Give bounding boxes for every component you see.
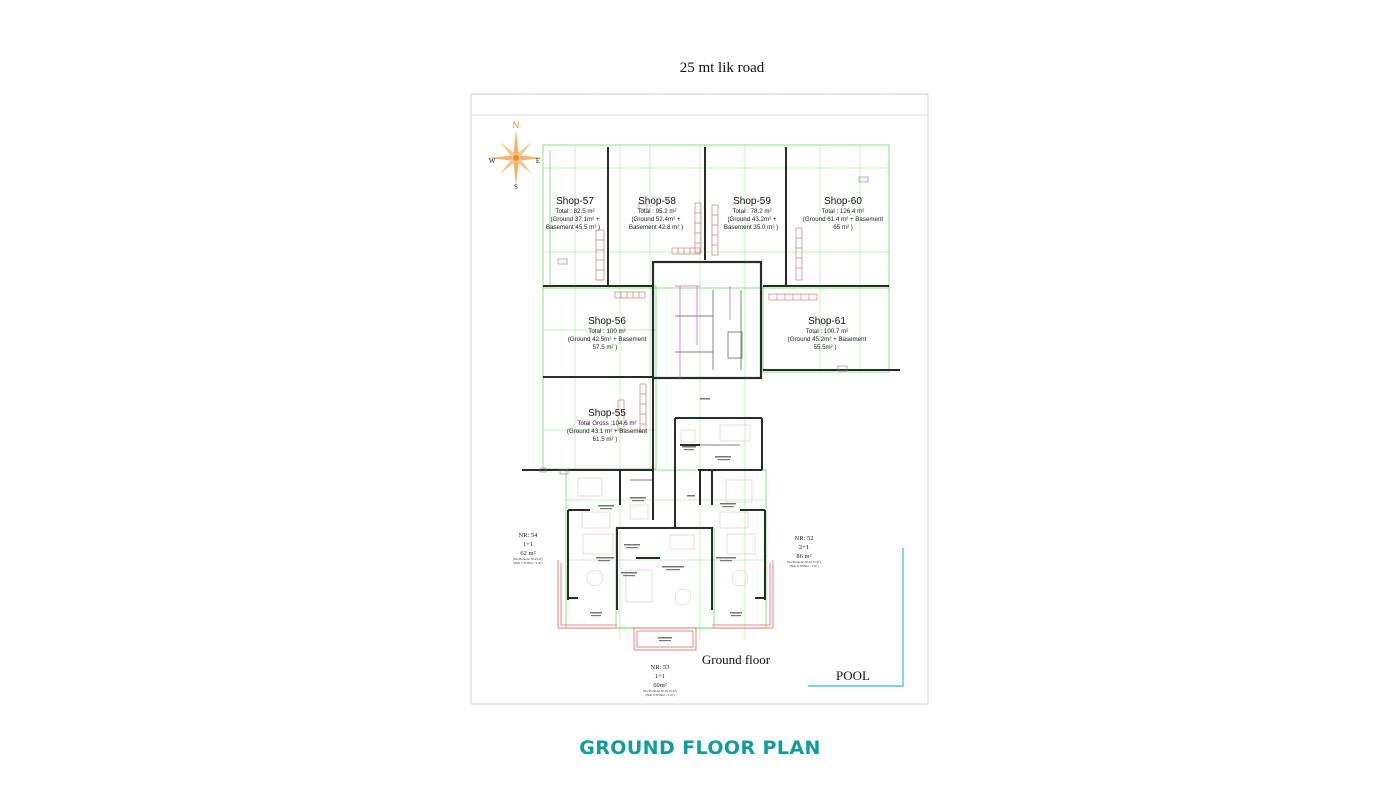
shop-detail: (Ground 37.1m² + xyxy=(550,216,599,223)
apartment-type: 1+1 xyxy=(523,541,533,548)
apartment-area: 62 m² xyxy=(520,550,535,557)
apartment-balcony-note: (Net Balkona 50.45 75 m²) xyxy=(787,560,821,564)
road-label: 25 mt lik road xyxy=(680,60,765,76)
shop-detail: 61.5 m² ) xyxy=(593,436,618,443)
shop-total: Total : 95.2 m² xyxy=(637,208,676,215)
apartment-nr-52: NR: 52 2+1 86 m² (Net Balkona 50.45 75 m… xyxy=(787,535,821,568)
apartment-gross-note: (Brüt 5.39 Brut - 9 m²) xyxy=(645,693,674,697)
apartment-nr-53: NR: 53 1+1 60m² (Net Balkona 50.45 55 m²… xyxy=(643,664,677,697)
compass-east-label: E xyxy=(536,157,540,165)
shop-total: Total : 78.2 m² xyxy=(732,208,771,215)
shop-detail: (Ground 45.2m² + Basement xyxy=(788,336,867,343)
floor-label: Ground floor xyxy=(702,652,771,667)
shop-detail: Basement 42.8 m² ) xyxy=(629,224,683,231)
shop-detail: 55.5m² ) xyxy=(813,344,836,351)
apartment-nr-54: NR: 54 1+1 62 m² (Net Balkona 50.45 m²) … xyxy=(513,532,543,565)
shop-total: Total : 100 m² xyxy=(588,328,625,335)
stairs xyxy=(595,202,818,433)
shop-detail: Basement 35.0 m² ) xyxy=(724,224,778,231)
apartment-balcony-note: (Net Balkona 50.45 m²) xyxy=(513,557,543,561)
balconies xyxy=(557,560,774,651)
shop-detail: (Ground 52.4m² + xyxy=(631,216,680,223)
compass-rose-icon xyxy=(488,130,544,186)
compass-south-label: S xyxy=(514,183,518,191)
shop-name: Shop-59 xyxy=(733,196,771,207)
compass-west-label: W xyxy=(489,157,496,165)
apartment-type: 2+1 xyxy=(799,544,809,551)
pool-label: POOL xyxy=(836,668,870,683)
pool-outline xyxy=(808,548,904,687)
shop-55: Shop-55 Total Gross :104.6 m² (Ground 43… xyxy=(567,408,648,443)
apartment-number: NR: 54 xyxy=(519,532,539,539)
shop-total: Total Gross :104.6 m² xyxy=(577,420,636,427)
apartment-balcony-note: (Net Balkona 50.45 55 m²) xyxy=(643,689,677,693)
shop-total: Total : 126.4 m² xyxy=(822,208,865,215)
partition-lines xyxy=(675,285,731,378)
thin-walls xyxy=(630,290,743,481)
shop-total: Total : 100.7 m² xyxy=(806,328,849,335)
shop-57: Shop-57 Total : 82.5 m² (Ground 37.1m² +… xyxy=(546,196,600,231)
compass-north-label: N xyxy=(513,120,520,130)
apartment-number: NR: 52 xyxy=(795,535,814,542)
drawing-border xyxy=(470,93,929,705)
room-micro-labels xyxy=(590,398,742,642)
apartment-gross-note: (Brüt 5.45 Brut - 9 m²) xyxy=(513,561,542,565)
apartment-number: NR: 53 xyxy=(651,664,670,671)
apartment-gross-note: (Brüt 8.39 Brut - 9 m²) xyxy=(789,564,818,568)
shop-detail: (Ground 43.1 m² + Basement xyxy=(567,428,648,435)
apartment-area: 60m² xyxy=(653,682,667,689)
shop-60: Shop-60 Total : 126.4 m² (Ground 61.4 m²… xyxy=(803,196,884,231)
shop-detail: Basement 45.5 m² ) xyxy=(546,224,600,231)
plan-title: GROUND FLOOR PLAN xyxy=(579,737,821,759)
shop-detail: (Ground 61.4 m² + Basement xyxy=(803,216,884,223)
shop-detail: (Ground 43.2m² + xyxy=(727,216,776,223)
shop-detail: (Ground 42.5m² + Basement xyxy=(568,336,647,343)
shop-56: Shop-56 Total : 100 m² (Ground 42.5m² + … xyxy=(568,316,647,351)
shop-name: Shop-57 xyxy=(556,196,594,207)
shop-name: Shop-56 xyxy=(588,316,626,327)
shop-detail: 57.5 m² ) xyxy=(593,344,618,351)
shop-name: Shop-61 xyxy=(808,316,846,327)
shop-total: Total : 82.5 m² xyxy=(555,208,594,215)
apartment-area: 86 m² xyxy=(796,553,811,560)
shop-59: Shop-59 Total : 78.2 m² (Ground 43.2m² +… xyxy=(724,196,778,231)
shop-detail: 65 m² ) xyxy=(833,224,853,231)
walls xyxy=(522,147,900,610)
shop-61: Shop-61 Total : 100.7 m² (Ground 45.2m² … xyxy=(788,316,867,351)
shop-name: Shop-60 xyxy=(824,196,862,207)
fixtures xyxy=(539,176,869,475)
apartment-type: 1+1 xyxy=(655,673,665,680)
shop-58: Shop-58 Total : 95.2 m² (Ground 52.4m² +… xyxy=(629,196,683,231)
furniture xyxy=(577,424,756,606)
shop-name: Shop-55 xyxy=(588,408,626,419)
shop-name: Shop-58 xyxy=(638,196,676,207)
